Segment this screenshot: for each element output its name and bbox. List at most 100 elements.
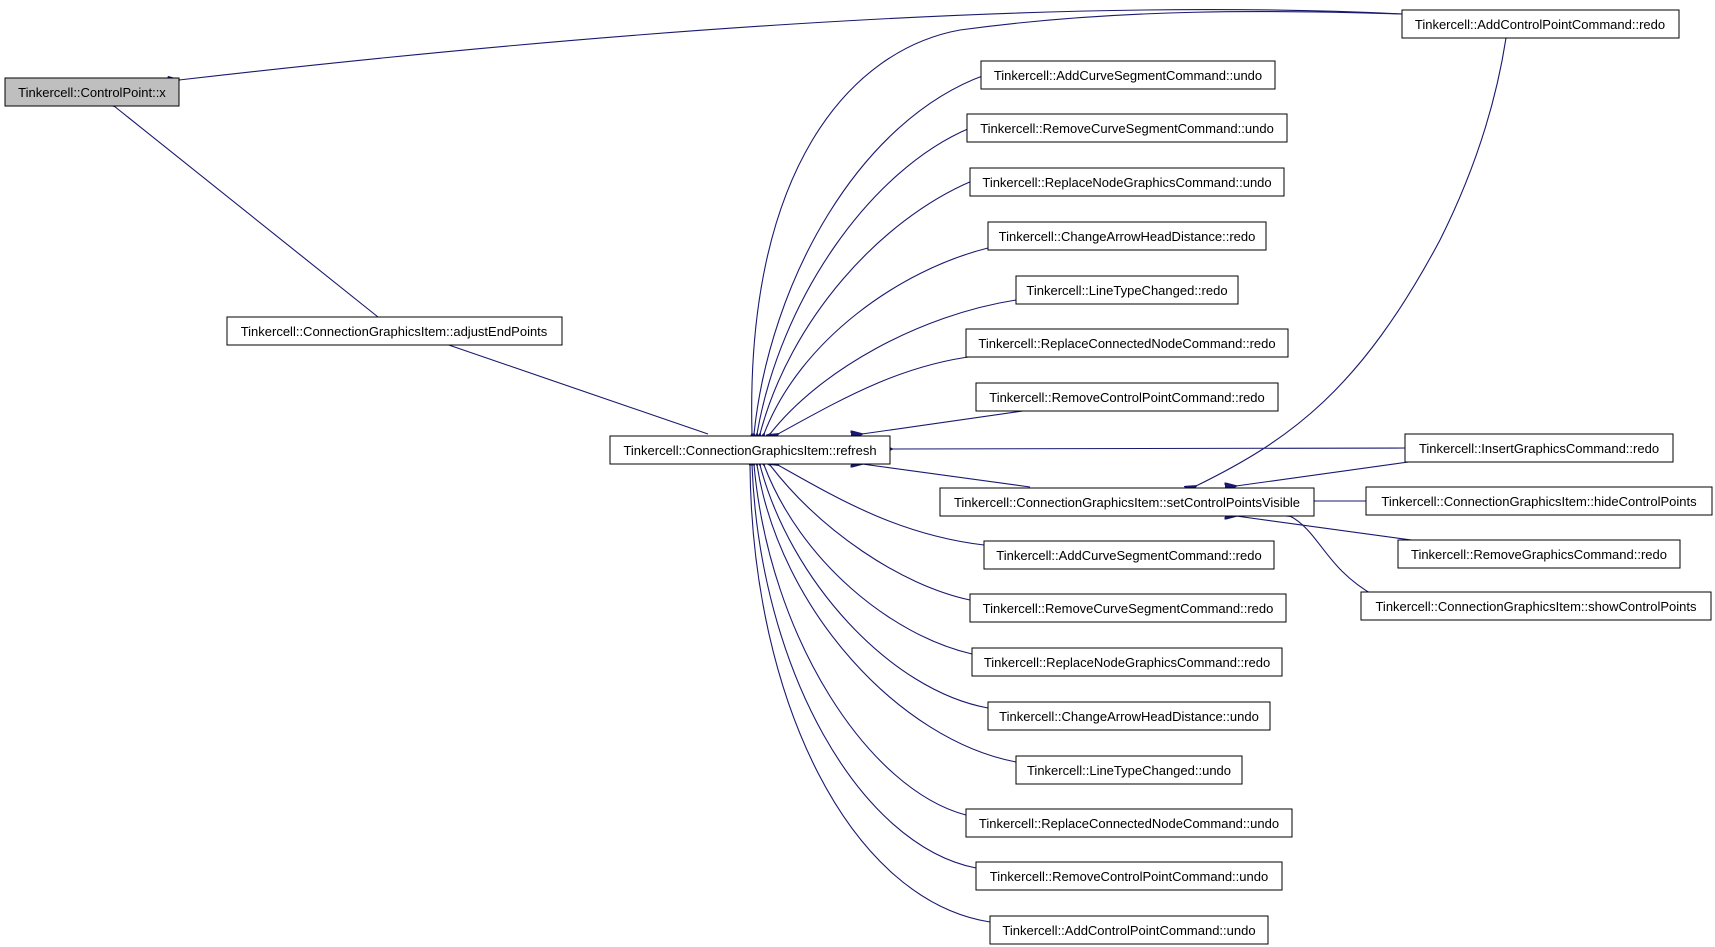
- node-add-curve-segment-redo[interactable]: Tinkercell::AddCurveSegmentCommand::redo: [983, 540, 1275, 570]
- node-show-control-points[interactable]: Tinkercell::ConnectionGraphicsItem::show…: [1360, 591, 1712, 621]
- edge-add-control-point-redo-to-refresh: [752, 10, 1403, 434]
- edge-remove-curve-segment-undo-to-refresh: [757, 127, 971, 434]
- node-add-control-point-undo[interactable]: Tinkercell::AddControlPointCommand::undo: [989, 915, 1269, 945]
- node-change-arrow-head-distance-undo-box: [987, 701, 1271, 731]
- edge-line-type-changed-undo-to-refresh: [757, 465, 1017, 763]
- node-refresh[interactable]: Tinkercell::ConnectionGraphicsItem::refr…: [609, 435, 891, 465]
- node-add-control-point-redo-label: Tinkercell::AddControlPointCommand::redo: [1415, 17, 1665, 32]
- node-set-control-points-visible-label: Tinkercell::ConnectionGraphicsItem::setC…: [954, 495, 1300, 510]
- edge-remove-control-point-undo-to-refresh: [752, 465, 977, 869]
- node-add-curve-segment-redo-label: Tinkercell::AddCurveSegmentCommand::redo: [996, 548, 1261, 563]
- node-replace-node-graphics-redo-box: [971, 647, 1283, 677]
- node-change-arrow-head-distance-redo-box: [987, 221, 1267, 251]
- node-add-curve-segment-undo-label: Tinkercell::AddCurveSegmentCommand::undo: [994, 68, 1262, 83]
- node-add-control-point-redo-box: [1401, 9, 1680, 39]
- node-controlpoint-x-label: Tinkercell::ControlPoint::x: [18, 85, 166, 100]
- node-add-curve-segment-undo[interactable]: Tinkercell::AddCurveSegmentCommand::undo: [980, 60, 1276, 90]
- node-line-type-changed-redo[interactable]: Tinkercell::LineTypeChanged::redo: [1015, 275, 1239, 305]
- edge-insert-graphics-redo-to-set-control-points-visible: [1236, 458, 1431, 486]
- node-refresh-label: Tinkercell::ConnectionGraphicsItem::refr…: [623, 443, 876, 458]
- node-replace-node-graphics-redo[interactable]: Tinkercell::ReplaceNodeGraphicsCommand::…: [971, 647, 1283, 677]
- edge-add-curve-segment-redo-to-refresh: [778, 465, 985, 546]
- edge-refresh-to-adjust-end-points: [440, 342, 709, 435]
- edge-remove-graphics-redo-to-set-control-points-visible: [1236, 516, 1427, 543]
- edge-insert-graphics-redo-to-refresh: [892, 448, 1406, 449]
- node-show-control-points-box: [1360, 591, 1712, 621]
- node-line-type-changed-undo-box: [1015, 755, 1243, 785]
- node-remove-curve-segment-undo[interactable]: Tinkercell::RemoveCurveSegmentCommand::u…: [966, 113, 1288, 143]
- node-remove-control-point-redo[interactable]: Tinkercell::RemoveControlPointCommand::r…: [975, 382, 1279, 412]
- node-layer: Tinkercell::ControlPoint::x Tinkercell::…: [4, 9, 1713, 945]
- node-change-arrow-head-distance-undo-label: Tinkercell::ChangeArrowHeadDistance::und…: [999, 709, 1259, 724]
- node-remove-graphics-redo-box: [1397, 539, 1681, 569]
- edge-add-curve-segment-undo-to-refresh: [754, 74, 986, 434]
- node-remove-graphics-redo[interactable]: Tinkercell::RemoveGraphicsCommand::redo: [1397, 539, 1681, 569]
- node-replace-connected-node-undo-label: Tinkercell::ReplaceConnectedNodeCommand:…: [979, 816, 1279, 831]
- node-remove-curve-segment-undo-box: [966, 113, 1288, 143]
- node-remove-control-point-undo-label: Tinkercell::RemoveControlPointCommand::u…: [990, 869, 1268, 884]
- node-add-control-point-undo-box: [989, 915, 1269, 945]
- node-controlpoint-x-box: [4, 77, 180, 107]
- edge-adjust-end-points-to-controlpoint-x: [114, 106, 379, 318]
- node-remove-control-point-undo[interactable]: Tinkercell::RemoveControlPointCommand::u…: [975, 861, 1283, 891]
- node-remove-curve-segment-redo[interactable]: Tinkercell::RemoveCurveSegmentCommand::r…: [969, 593, 1287, 623]
- node-change-arrow-head-distance-redo[interactable]: Tinkercell::ChangeArrowHeadDistance::red…: [987, 221, 1267, 251]
- node-replace-node-graphics-undo[interactable]: Tinkercell::ReplaceNodeGraphicsCommand::…: [969, 167, 1285, 197]
- edge-layer: [114, 9, 1507, 923]
- node-replace-connected-node-redo-label: Tinkercell::ReplaceConnectedNodeCommand:…: [978, 336, 1275, 351]
- node-add-control-point-undo-label: Tinkercell::AddControlPointCommand::undo: [1002, 923, 1255, 938]
- node-remove-control-point-undo-box: [975, 861, 1283, 891]
- edge-replace-connected-node-redo-to-refresh: [778, 355, 977, 434]
- node-controlpoint-x[interactable]: Tinkercell::ControlPoint::x: [4, 77, 180, 107]
- node-adjust-end-points-box: [226, 316, 563, 346]
- edge-add-control-point-undo-to-refresh: [750, 465, 991, 923]
- node-remove-control-point-redo-box: [975, 382, 1279, 412]
- node-change-arrow-head-distance-redo-label: Tinkercell::ChangeArrowHeadDistance::red…: [999, 229, 1256, 244]
- node-remove-curve-segment-redo-box: [969, 593, 1287, 623]
- node-hide-control-points-label: Tinkercell::ConnectionGraphicsItem::hide…: [1381, 494, 1697, 509]
- node-insert-graphics-redo-box: [1404, 433, 1674, 463]
- node-line-type-changed-undo-label: Tinkercell::LineTypeChanged::undo: [1027, 763, 1231, 778]
- edge-remove-curve-segment-redo-to-refresh: [770, 465, 971, 601]
- edge-replace-node-graphics-redo-to-refresh: [764, 465, 973, 655]
- node-adjust-end-points[interactable]: Tinkercell::ConnectionGraphicsItem::adju…: [226, 316, 563, 346]
- edge-line-type-changed-redo-to-refresh: [770, 299, 1017, 434]
- node-set-control-points-visible[interactable]: Tinkercell::ConnectionGraphicsItem::setC…: [939, 487, 1315, 517]
- node-insert-graphics-redo[interactable]: Tinkercell::InsertGraphicsCommand::redo: [1404, 433, 1674, 463]
- node-add-curve-segment-redo-box: [983, 540, 1275, 570]
- node-remove-curve-segment-undo-label: Tinkercell::RemoveCurveSegmentCommand::u…: [980, 121, 1274, 136]
- node-remove-graphics-redo-label: Tinkercell::RemoveGraphicsCommand::redo: [1411, 547, 1667, 562]
- node-replace-node-graphics-undo-box: [969, 167, 1285, 197]
- node-insert-graphics-redo-label: Tinkercell::InsertGraphicsCommand::redo: [1419, 441, 1659, 456]
- node-replace-node-graphics-undo-label: Tinkercell::ReplaceNodeGraphicsCommand::…: [982, 175, 1271, 190]
- node-show-control-points-label: Tinkercell::ConnectionGraphicsItem::show…: [1375, 599, 1697, 614]
- node-add-curve-segment-undo-box: [980, 60, 1276, 90]
- node-line-type-changed-redo-box: [1015, 275, 1239, 305]
- edge-show-control-points-to-set-control-points-visible: [1290, 516, 1376, 597]
- node-hide-control-points[interactable]: Tinkercell::ConnectionGraphicsItem::hide…: [1365, 486, 1713, 516]
- node-replace-connected-node-redo-box: [965, 328, 1289, 358]
- edge-set-control-points-visible-to-refresh: [862, 464, 1031, 488]
- node-refresh-box: [609, 435, 891, 465]
- node-line-type-changed-undo[interactable]: Tinkercell::LineTypeChanged::undo: [1015, 755, 1243, 785]
- edge-add-control-point-redo-to-controlpoint-x: [179, 9, 1403, 80]
- node-replace-node-graphics-redo-label: Tinkercell::ReplaceNodeGraphicsCommand::…: [984, 655, 1270, 670]
- node-set-control-points-visible-box: [939, 487, 1315, 517]
- edge-remove-control-point-redo-to-refresh: [862, 409, 1031, 434]
- node-change-arrow-head-distance-undo[interactable]: Tinkercell::ChangeArrowHeadDistance::und…: [987, 701, 1271, 731]
- node-add-control-point-redo[interactable]: Tinkercell::AddControlPointCommand::redo: [1401, 9, 1680, 39]
- node-adjust-end-points-label: Tinkercell::ConnectionGraphicsItem::adju…: [241, 324, 548, 339]
- node-line-type-changed-redo-label: Tinkercell::LineTypeChanged::redo: [1026, 283, 1227, 298]
- node-hide-control-points-box: [1365, 486, 1713, 516]
- edge-change-arrow-head-distance-undo-to-refresh: [760, 465, 989, 709]
- node-replace-connected-node-undo-box: [965, 808, 1293, 838]
- edge-replace-connected-node-undo-to-refresh: [754, 465, 967, 816]
- node-remove-control-point-redo-label: Tinkercell::RemoveControlPointCommand::r…: [989, 390, 1265, 405]
- edge-add-control-point-redo-to-set-control-points-visible: [1196, 37, 1507, 486]
- node-replace-connected-node-undo[interactable]: Tinkercell::ReplaceConnectedNodeCommand:…: [965, 808, 1293, 838]
- node-replace-connected-node-redo[interactable]: Tinkercell::ReplaceConnectedNodeCommand:…: [965, 328, 1289, 358]
- node-remove-curve-segment-redo-label: Tinkercell::RemoveCurveSegmentCommand::r…: [983, 601, 1274, 616]
- edge-change-arrow-head-distance-redo-to-refresh: [764, 247, 989, 434]
- edge-replace-node-graphics-undo-to-refresh: [760, 180, 973, 434]
